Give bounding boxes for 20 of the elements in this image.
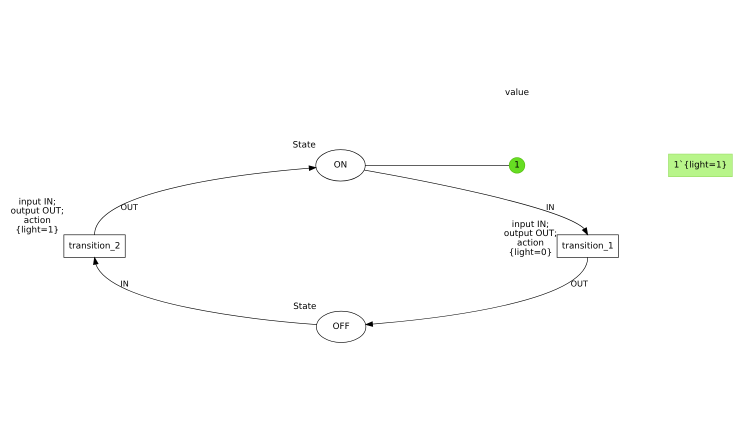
arrow <box>94 165 317 236</box>
node-box: transition_2 <box>64 234 126 258</box>
node-box: 1`{light=1} <box>668 154 733 177</box>
edge-label: OUT <box>120 202 138 212</box>
arrow <box>364 170 588 236</box>
arrow <box>364 257 588 327</box>
node-label: State <box>293 302 316 312</box>
arrow <box>93 256 317 325</box>
edge-label: OUT <box>570 278 588 288</box>
node-box: transition_1 <box>556 234 619 258</box>
node-ellipse: ON <box>315 149 366 182</box>
edge-label: IN <box>546 202 554 212</box>
connector <box>365 165 510 166</box>
node-label: input IN; output OUT; action {light=0} <box>504 220 558 258</box>
edge-label: IN <box>120 278 129 288</box>
node-label: input IN; output OUT; action {light=1} <box>10 197 64 236</box>
node-label: State <box>292 140 316 150</box>
label: value <box>505 88 529 98</box>
node-circle: 1 <box>508 157 526 174</box>
node-ellipse: OFF <box>316 310 366 343</box>
